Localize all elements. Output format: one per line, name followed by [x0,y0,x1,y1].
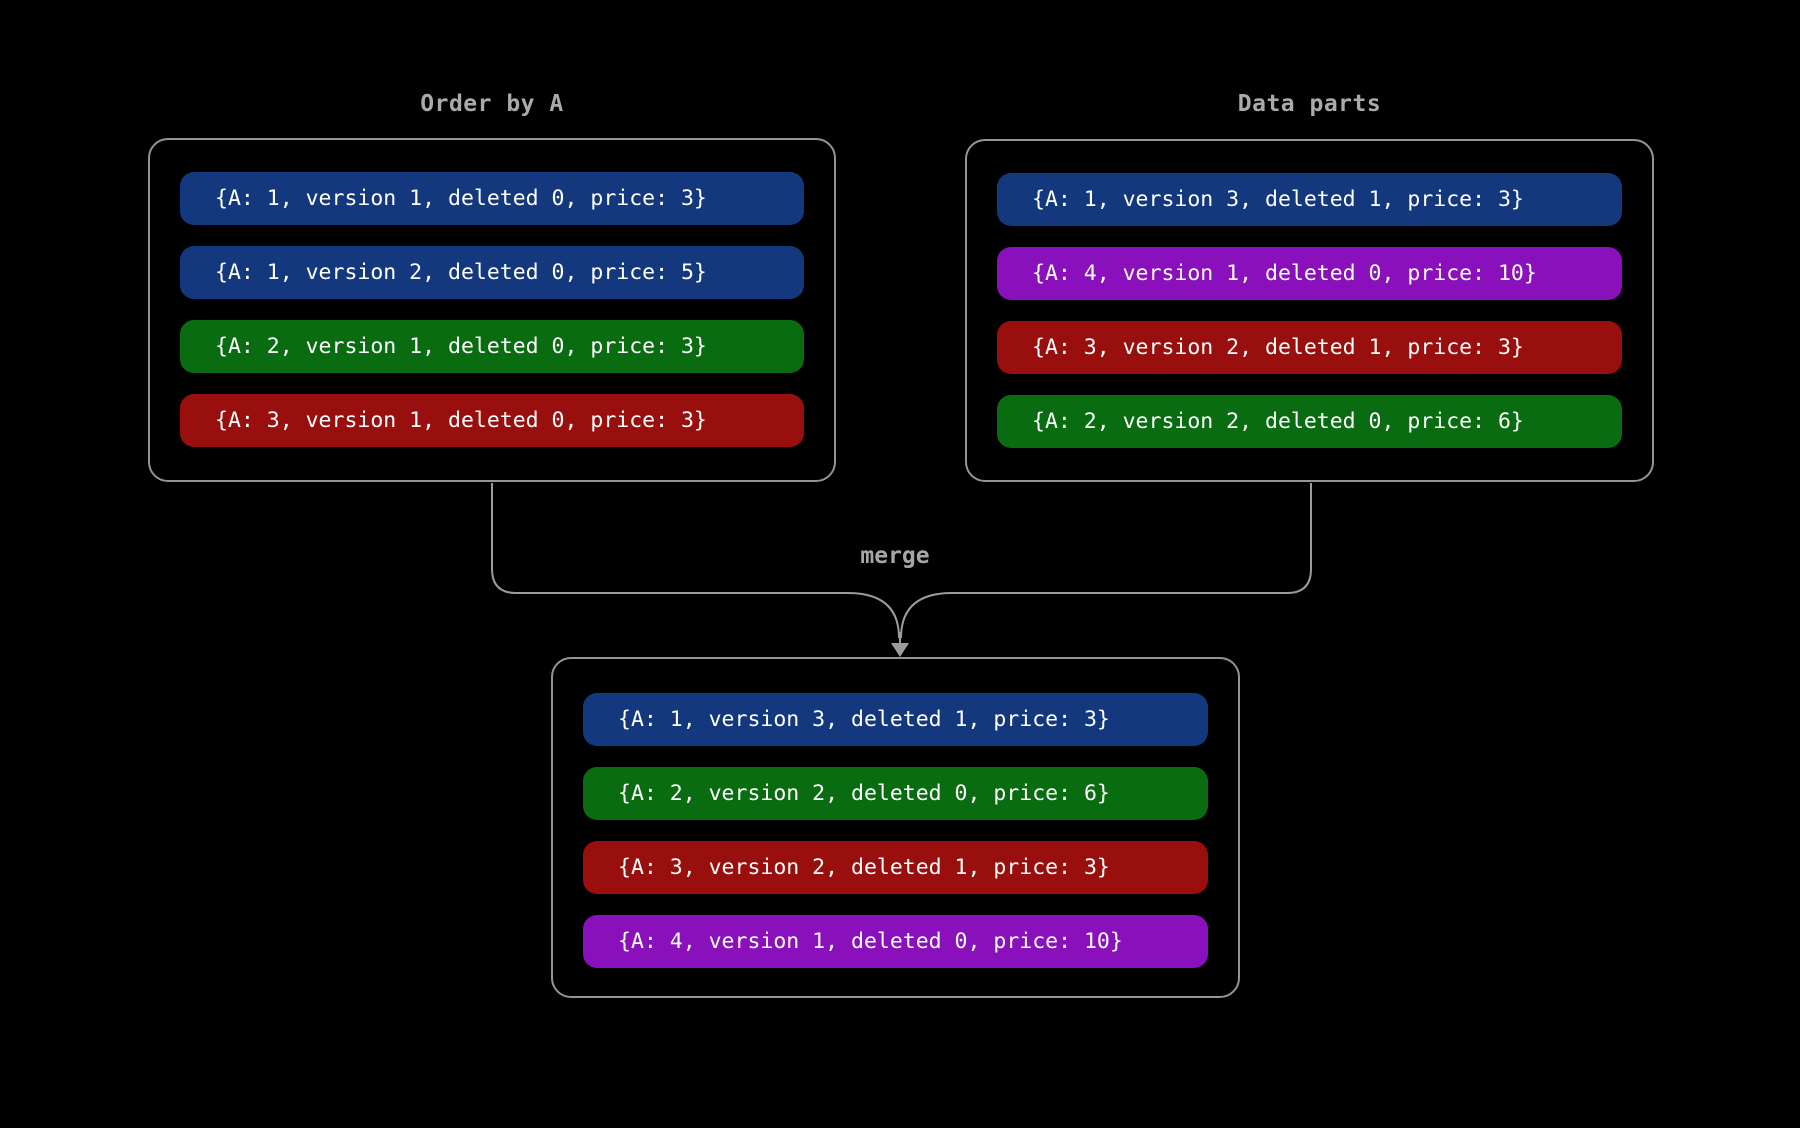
arrowhead-icon [891,643,909,657]
record-row: {A: 1, version 1, deleted 0, price: 3} [180,172,804,225]
merge-label: merge [860,543,930,569]
data-parts-box: {A: 1, version 3, deleted 1, price: 3} {… [965,139,1654,482]
record-row: {A: 4, version 1, deleted 0, price: 10} [997,247,1622,300]
record-row: {A: 2, version 2, deleted 0, price: 6} [997,395,1622,448]
record-row: {A: 4, version 1, deleted 0, price: 10} [583,915,1208,968]
order-by-a-box: {A: 1, version 1, deleted 0, price: 3} {… [148,138,836,482]
merged-result-box: {A: 1, version 3, deleted 1, price: 3} {… [551,657,1240,998]
record-row: {A: 1, version 3, deleted 1, price: 3} [997,173,1622,226]
connector-left-branch [491,483,900,639]
group-title-data-parts: Data parts [1237,91,1382,117]
record-row: {A: 3, version 2, deleted 1, price: 3} [583,841,1208,894]
record-row: {A: 1, version 3, deleted 1, price: 3} [583,693,1208,746]
record-row: {A: 3, version 1, deleted 0, price: 3} [180,394,804,447]
record-row: {A: 2, version 1, deleted 0, price: 3} [180,320,804,373]
connector-right-branch [900,483,1312,639]
group-title-order-by-a: Order by A [420,91,564,117]
record-row: {A: 3, version 2, deleted 1, price: 3} [997,321,1622,374]
record-row: {A: 1, version 2, deleted 0, price: 5} [180,246,804,299]
record-row: {A: 2, version 2, deleted 0, price: 6} [583,767,1208,820]
